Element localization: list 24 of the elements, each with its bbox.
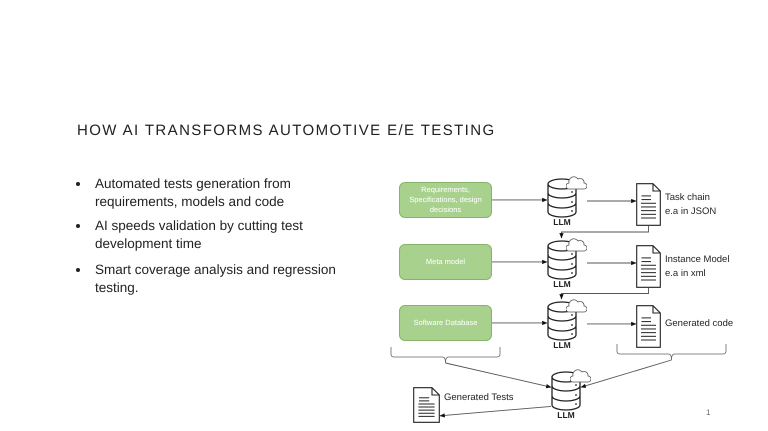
llm-label: LLM (552, 279, 572, 289)
arrow (559, 288, 649, 300)
bullet-text: Automated tests generation from requirements, models and code (95, 175, 292, 211)
arrow (580, 360, 672, 388)
llm-label: LLM (556, 410, 576, 420)
bullet-text: Smart coverage analysis and regression testing. (95, 261, 337, 297)
arrow (492, 198, 548, 202)
document-caption: Task chain e.a in JSON (665, 191, 718, 219)
page-number: 1 (706, 408, 710, 417)
llm-label: LLM (552, 217, 572, 227)
arrow (492, 260, 548, 264)
arrow (586, 322, 637, 326)
arrow (586, 260, 637, 266)
arrow (439, 406, 552, 418)
document-caption: Instance Model e.a in xml (665, 253, 730, 281)
arrow (559, 226, 649, 239)
slide-title: HOW AI TRANSFORMS AUTOMOTIVE E/E TESTING (77, 122, 496, 139)
arrow (586, 198, 637, 204)
arrow (445, 362, 552, 388)
document-caption: Generated Tests (444, 391, 514, 405)
llm-label: LLM (552, 340, 572, 350)
bullet-text: AI speeds validation by cutting test development time (95, 217, 304, 253)
document-caption: Generated code (665, 317, 734, 331)
arrow (492, 320, 548, 326)
